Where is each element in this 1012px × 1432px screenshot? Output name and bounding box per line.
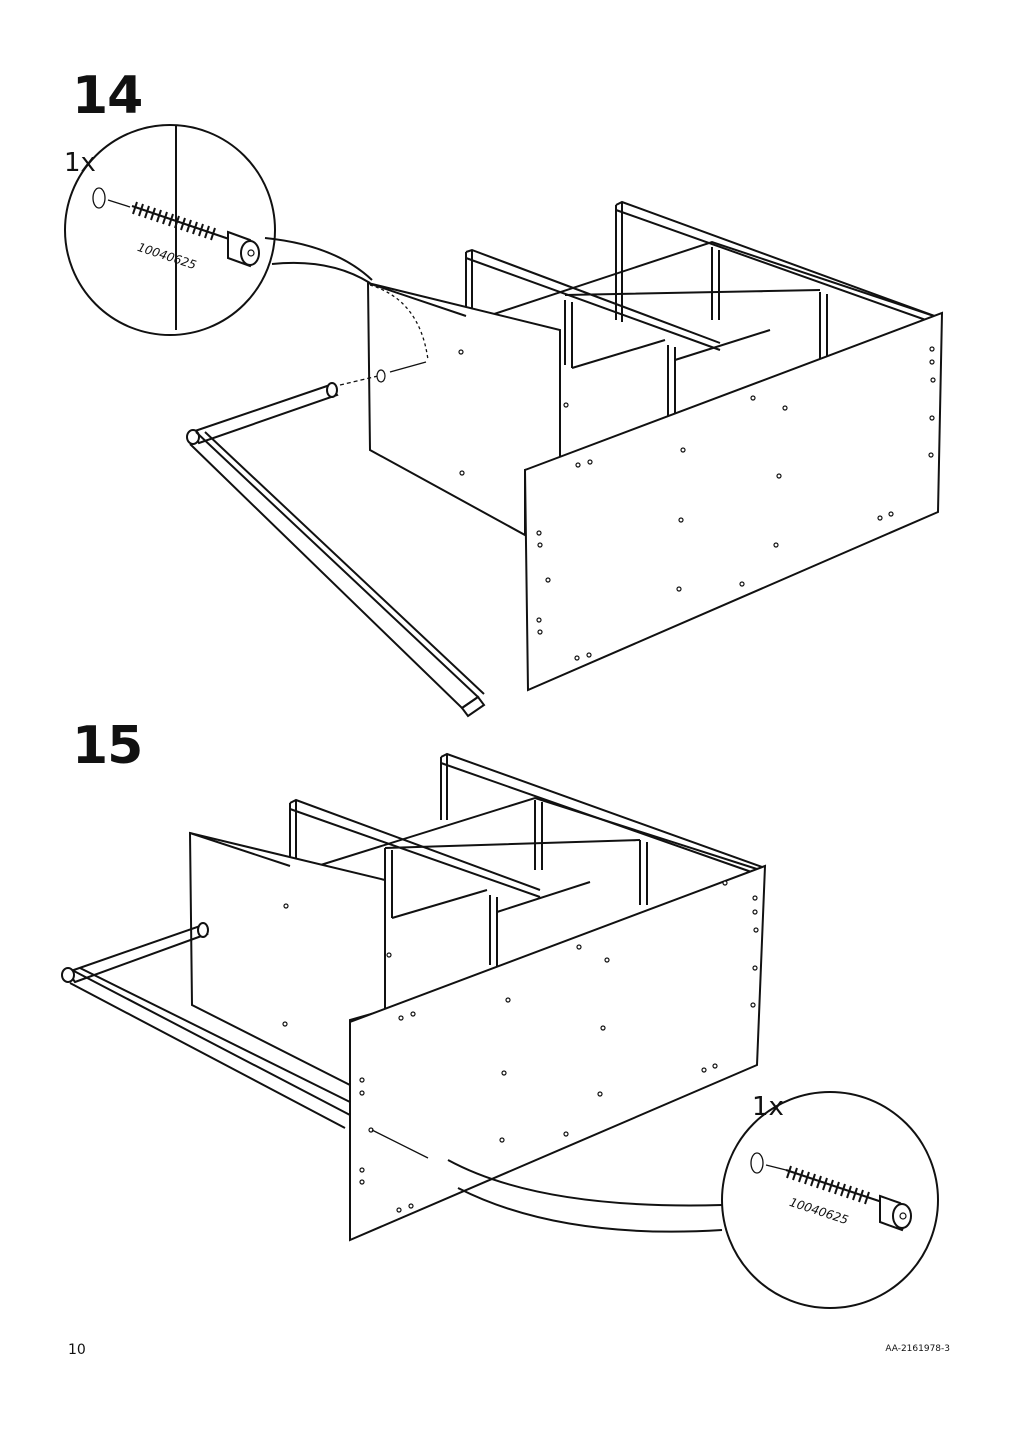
step-14-quantity: 1x bbox=[64, 148, 96, 178]
step-14-illustration bbox=[64, 124, 944, 718]
step-15-illustration bbox=[61, 752, 939, 1309]
screw-14-icon bbox=[131, 201, 260, 268]
step-15-number: 15 bbox=[72, 716, 143, 776]
step-14-number: 14 bbox=[72, 66, 143, 126]
document-code: AA-2161978-3 bbox=[885, 1344, 950, 1354]
step-15-quantity: 1x bbox=[752, 1092, 784, 1122]
page-number: 10 bbox=[68, 1342, 86, 1358]
screw-15-icon bbox=[785, 1165, 912, 1232]
